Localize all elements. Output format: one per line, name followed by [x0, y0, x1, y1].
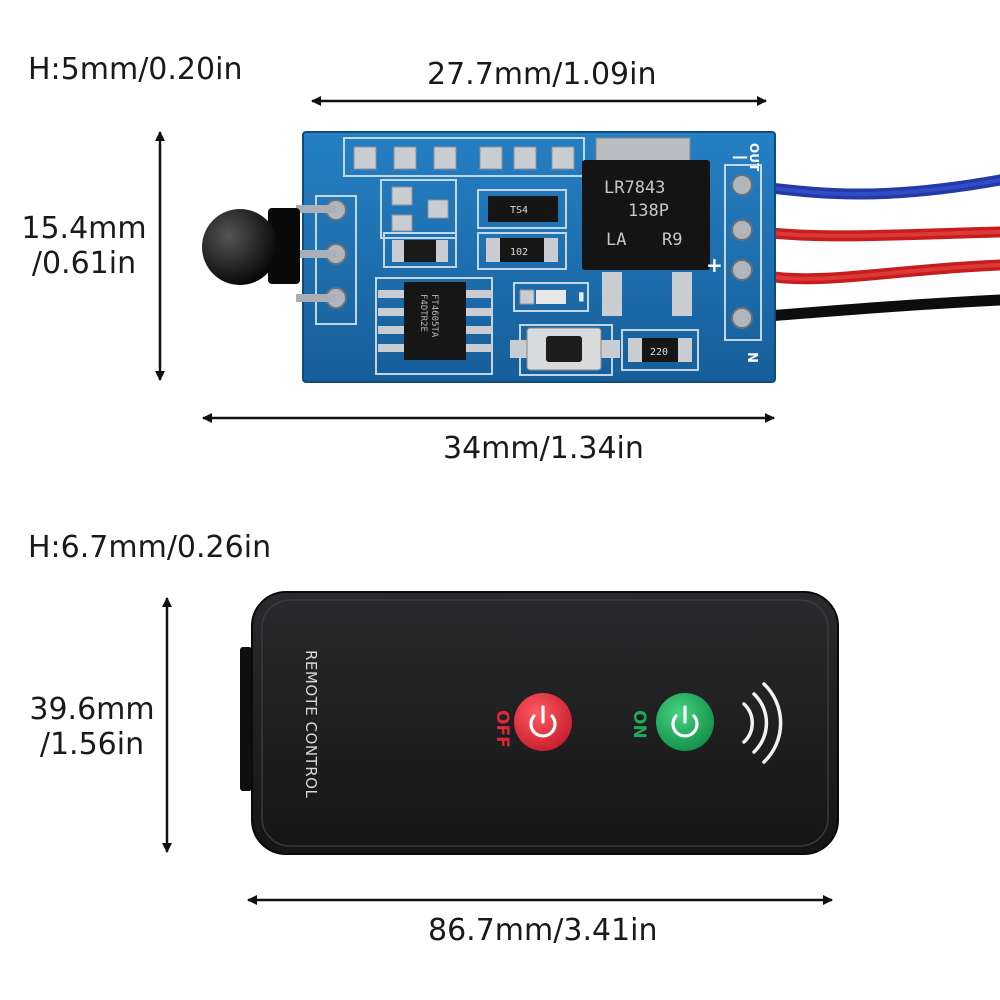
module-height-side-label: 15.4mm /0.61in [14, 211, 154, 281]
off-button[interactable] [514, 693, 572, 751]
regulator-text-1: LR7843 [604, 178, 665, 198]
remote-height-label: H:6.7mm/0.26in [28, 530, 272, 565]
soic-text-1: FT4605TA [429, 294, 439, 338]
module-height-side-line2: /0.61in [31, 245, 137, 281]
remote-height-side-line1: 39.6mm [29, 692, 155, 727]
pad-label-mid: 102 [510, 247, 528, 258]
module-height-label: H:5mm/0.20in [28, 52, 243, 87]
signal-waves-icon [742, 682, 783, 764]
remote-control: REMOTE CONTROL OFF ON [240, 591, 839, 855]
silk-out: OUT [747, 143, 761, 172]
pcb-tactile-button [510, 327, 620, 371]
module-width-label: 34mm/1.34in [443, 431, 644, 466]
power-icon [671, 705, 699, 738]
power-icon [529, 705, 557, 738]
remote-height-side-label: 39.6mm /1.56in [22, 692, 162, 762]
pad-label-top: TS4 [510, 205, 528, 216]
off-label: OFF [492, 710, 512, 748]
regulator-text-4: R9 [662, 230, 682, 250]
remote-brand-text: REMOTE CONTROL [302, 650, 320, 798]
ir-receiver [202, 205, 336, 302]
svg-text:▮: ▮ [578, 289, 585, 303]
regulator-text-3: LA [606, 230, 626, 250]
regulator-chip: LR7843 138P LA R9 [582, 137, 710, 316]
silk-n: N [744, 352, 759, 363]
remote-width-label: 86.7mm/3.41in [428, 913, 658, 948]
wire-solder-pads [731, 174, 753, 329]
soic-text-2: F4DTR2E [418, 294, 428, 332]
on-label: ON [629, 710, 649, 739]
regulator-text-2: 138P [628, 201, 669, 221]
remote-height-side-line2: /1.56in [39, 726, 145, 762]
module-inner-width-label: 27.7mm/1.09in [427, 57, 657, 92]
on-button[interactable] [656, 693, 714, 751]
silk-minus: — [732, 147, 748, 166]
pad-label-bottom: 220 [650, 347, 668, 358]
wires [736, 174, 1000, 324]
module-height-side-line1: 15.4mm [21, 211, 147, 246]
soic-chip: FT4605TA F4DTR2E [378, 282, 492, 360]
pcb-board: TS4 102 220 ▮ FT4605TA [202, 131, 776, 383]
silk-plus: + [706, 253, 723, 277]
